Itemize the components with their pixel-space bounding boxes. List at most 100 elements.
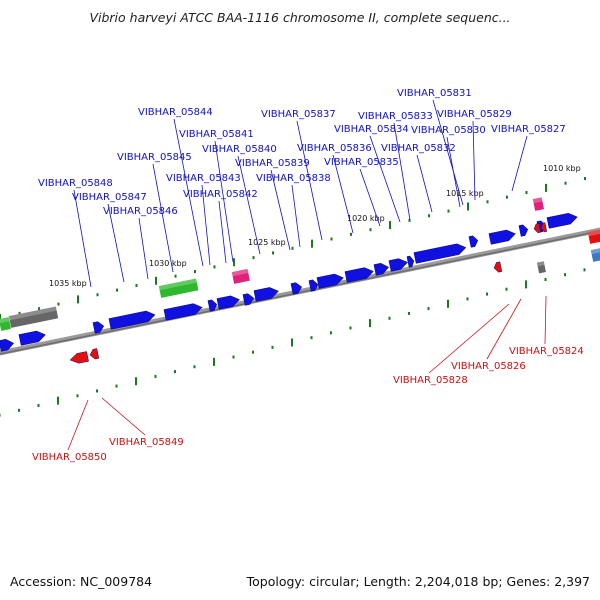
blue-feature bbox=[590, 248, 600, 262]
cds-forward-arrow bbox=[163, 303, 203, 321]
cds-reverse-arrow bbox=[89, 348, 100, 360]
pink-feature bbox=[532, 197, 545, 211]
label-connector-line bbox=[138, 217, 149, 280]
gene-labels: VIBHAR_05831VIBHAR_05829VIBHAR_05827VIBH… bbox=[32, 88, 584, 463]
cds-forward-arrow bbox=[18, 330, 46, 346]
label-connectors bbox=[67, 99, 547, 451]
cds-forward-arrow bbox=[242, 293, 255, 306]
cds-forward-arrow bbox=[253, 287, 279, 302]
cds-reverse-arrow bbox=[493, 261, 503, 273]
label-connector-line bbox=[270, 169, 291, 251]
label-connector-line bbox=[416, 154, 433, 213]
cds-forward-arrow bbox=[413, 243, 467, 264]
label-connector-line bbox=[214, 140, 234, 263]
gene-label-forward: VIBHAR_05829 bbox=[437, 109, 512, 120]
cds-forward-arrow bbox=[308, 279, 319, 292]
gene-label-forward: VIBHAR_05843 bbox=[166, 173, 241, 184]
gene-label-reverse: VIBHAR_05826 bbox=[451, 361, 526, 372]
red-feature bbox=[587, 229, 600, 244]
label-connector-line bbox=[472, 120, 476, 201]
kbp-scale-labels: 1010 kbp 1015 kbp 1020 kbp 1025 kbp 1030 kbp… bbox=[49, 164, 581, 288]
label-connector-line bbox=[237, 155, 261, 255]
cds-forward-arrow bbox=[108, 310, 156, 330]
gene-label-forward: VIBHAR_05827 bbox=[491, 124, 566, 135]
kbp-label: 1025 kbp bbox=[248, 238, 286, 247]
tick-marks bbox=[0, 177, 586, 417]
cds-forward-arrow bbox=[373, 262, 390, 276]
gene-label-reverse: VIBHAR_05824 bbox=[509, 346, 584, 357]
label-connector-line bbox=[152, 163, 174, 273]
cds-forward-arrow bbox=[488, 229, 516, 245]
label-connector-line bbox=[359, 168, 381, 227]
kbp-label: 1010 kbp bbox=[543, 164, 581, 173]
cds-forward-arrow bbox=[216, 295, 240, 310]
kbp-label: 1035 kbp bbox=[49, 279, 87, 288]
label-connector-line bbox=[73, 189, 92, 288]
cds-forward-arrow bbox=[518, 224, 529, 237]
cds-reverse-arrow bbox=[540, 222, 548, 233]
label-connector-line bbox=[201, 184, 211, 266]
cds-forward-arrow bbox=[468, 235, 479, 248]
label-connector-line bbox=[296, 120, 323, 241]
cds-forward-arrow bbox=[546, 212, 578, 229]
label-connector-line bbox=[101, 397, 146, 436]
cds-forward-arrow bbox=[0, 338, 15, 352]
label-connector-line bbox=[544, 295, 547, 345]
gene-label-forward: VIBHAR_05847 bbox=[72, 192, 147, 203]
gene-label-forward: VIBHAR_05846 bbox=[103, 206, 178, 217]
rna-feature bbox=[158, 278, 199, 298]
label-connector-line bbox=[446, 136, 461, 208]
gene-label-forward: VIBHAR_05838 bbox=[256, 173, 331, 184]
gene-label-reverse: VIBHAR_05849 bbox=[109, 437, 184, 448]
cds-reverse-arrow bbox=[69, 351, 89, 364]
map-title: Vibrio harveyi ATCC BAA-1116 chromosome … bbox=[89, 10, 510, 25]
gene-label-forward: VIBHAR_05834 bbox=[334, 124, 409, 135]
cds-forward-arrow bbox=[290, 282, 303, 295]
gene-label-forward: VIBHAR_05833 bbox=[358, 111, 433, 122]
label-connector-line bbox=[107, 203, 125, 283]
gene-label-forward: VIBHAR_05839 bbox=[235, 158, 310, 169]
gene-label-forward: VIBHAR_05831 bbox=[397, 88, 472, 99]
accession-text: Accession: NC_009784 bbox=[10, 574, 153, 589]
label-connector-line bbox=[432, 99, 464, 206]
gene-label-reverse: VIBHAR_05850 bbox=[32, 452, 107, 463]
gene-label-forward: VIBHAR_05835 bbox=[324, 157, 399, 168]
gene-label-forward: VIBHAR_05844 bbox=[138, 107, 213, 118]
label-connector-line bbox=[486, 298, 522, 360]
label-connector-line bbox=[428, 303, 510, 374]
label-connector-line bbox=[369, 135, 401, 223]
cds-forward-arrow bbox=[92, 321, 105, 334]
cds-forward-arrow bbox=[406, 255, 415, 268]
pink-feature bbox=[231, 268, 250, 284]
label-connector-line bbox=[511, 135, 528, 192]
cds-forward-arrow bbox=[388, 258, 408, 272]
cds-reverse-arrow bbox=[533, 223, 542, 234]
kbp-label: 1015 kbp bbox=[446, 189, 484, 198]
label-connector-line bbox=[173, 118, 204, 267]
genome-summary-text: Topology: circular; Length: 2,204,018 bp… bbox=[246, 574, 590, 589]
gene-label-forward: VIBHAR_05842 bbox=[183, 189, 258, 200]
gene-label-forward: VIBHAR_05836 bbox=[297, 143, 372, 154]
gene-label-forward: VIBHAR_05845 bbox=[117, 152, 192, 163]
rna-feature bbox=[0, 317, 12, 331]
cds-forward-arrow bbox=[207, 299, 218, 312]
gray-feature bbox=[536, 261, 546, 274]
gene-label-forward: VIBHAR_05837 bbox=[261, 109, 336, 120]
kbp-label: 1020 kbp bbox=[347, 214, 385, 223]
label-connector-line bbox=[332, 154, 354, 234]
label-connector-line bbox=[291, 184, 301, 248]
gene-label-forward: VIBHAR_05848 bbox=[38, 178, 113, 189]
gene-label-reverse: VIBHAR_05828 bbox=[393, 375, 468, 386]
label-connector-line bbox=[218, 200, 227, 264]
gene-label-forward: VIBHAR_05830 bbox=[411, 125, 486, 136]
kbp-label: 1030 kbp bbox=[149, 259, 187, 268]
gray-feature bbox=[8, 306, 59, 328]
gene-label-forward: VIBHAR_05840 bbox=[202, 144, 277, 155]
gene-label-forward: VIBHAR_05832 bbox=[381, 143, 456, 154]
cds-forward-arrow bbox=[316, 273, 344, 289]
label-connector-line bbox=[67, 399, 89, 451]
sequence-backbone-shadow bbox=[0, 230, 600, 355]
sequence-backbone bbox=[0, 227, 600, 356]
label-connector-line bbox=[393, 122, 411, 221]
